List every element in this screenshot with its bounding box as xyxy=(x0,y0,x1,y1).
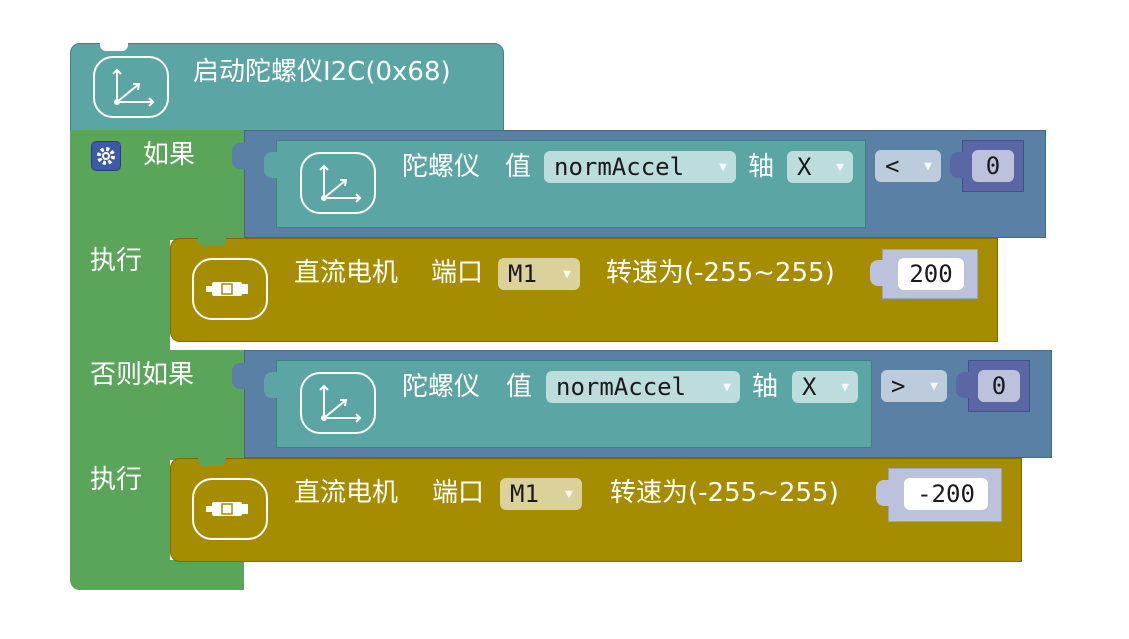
port-select-1-text: M1 xyxy=(508,260,537,288)
chevron-down-icon: ▼ xyxy=(563,266,571,282)
chevron-down-icon: ▼ xyxy=(841,379,849,395)
if-label: 如果 xyxy=(143,140,196,170)
chevron-down-icon: ▼ xyxy=(930,378,938,394)
gyroscope-axes-icon xyxy=(300,152,376,214)
elseif-label: 否则如果 xyxy=(90,360,195,390)
init-block-notch xyxy=(100,43,128,51)
elseif-block-row[interactable] xyxy=(70,350,246,460)
dc-motor-icon xyxy=(192,478,268,540)
operator-select-1-text: < xyxy=(885,152,900,180)
speed-number-block-2-tab xyxy=(876,480,890,506)
value-select-1[interactable]: normAccel ▼ xyxy=(544,151,736,183)
speed-label-2: 转速为(-255~255) xyxy=(610,478,839,508)
init-gyro-block[interactable]: 启动陀螺仪I2C(0x68) xyxy=(70,43,504,131)
value-select-2-text: normAccel xyxy=(556,373,687,401)
speed-label-1: 转速为(-255~255) xyxy=(606,258,835,288)
speed-number-block-1-tab xyxy=(870,260,884,286)
compare-block-2-tab xyxy=(232,363,246,389)
motor-label-1: 直流电机 xyxy=(294,258,399,288)
motor-label-2: 直流电机 xyxy=(294,478,399,508)
gear-icon[interactable] xyxy=(91,141,121,171)
axis-select-1[interactable]: X ▼ xyxy=(787,151,853,183)
port-select-2[interactable]: M1 ▼ xyxy=(500,478,582,510)
if-block-spine-1 xyxy=(70,240,170,350)
dc-motor-icon xyxy=(192,258,268,320)
chevron-down-icon: ▼ xyxy=(723,379,731,395)
motor-block-1[interactable] xyxy=(170,238,998,342)
motor-block-2[interactable] xyxy=(170,458,1022,562)
gyro-value-block-2-tab xyxy=(264,372,278,398)
port-label-1: 端口 xyxy=(431,258,484,288)
gyro-label-2: 陀螺仪 xyxy=(402,372,481,402)
axis-label-1: 轴 xyxy=(748,152,775,182)
compare-value-input-1[interactable]: 0 xyxy=(972,150,1014,182)
chevron-down-icon: ▼ xyxy=(565,486,573,502)
number-block-2-tab xyxy=(956,372,970,398)
speed-input-2[interactable]: -200 xyxy=(904,478,988,510)
gyroscope-axes-icon xyxy=(300,372,376,434)
chevron-down-icon: ▼ xyxy=(719,159,727,175)
port-select-1[interactable]: M1 ▼ xyxy=(498,258,580,290)
value-select-1-text: normAccel xyxy=(554,153,685,181)
operator-select-1[interactable]: < ▼ xyxy=(875,150,941,182)
axis-select-2[interactable]: X ▼ xyxy=(792,371,858,403)
gyro-value-block-1-tab xyxy=(264,152,278,178)
do-label-2: 执行 xyxy=(90,465,143,495)
compare-block-1-tab xyxy=(232,143,246,169)
port-select-2-text: M1 xyxy=(510,480,539,508)
motor-block-2-notch xyxy=(198,458,226,466)
gyroscope-axes-icon xyxy=(93,56,169,118)
axis-select-2-text: X xyxy=(802,373,817,401)
chevron-down-icon: ▼ xyxy=(924,158,932,174)
value-label-2: 值 xyxy=(506,372,533,402)
axis-label-2: 轴 xyxy=(752,372,779,402)
gyro-label-1: 陀螺仪 xyxy=(402,152,481,182)
operator-select-2-text: > xyxy=(891,372,906,400)
compare-value-input-2[interactable]: 0 xyxy=(978,370,1020,402)
value-select-2[interactable]: normAccel ▼ xyxy=(546,371,740,403)
operator-select-2[interactable]: > ▼ xyxy=(881,370,947,402)
motor-block-1-notch xyxy=(198,238,226,246)
value-label-1: 值 xyxy=(505,152,532,182)
axis-select-1-text: X xyxy=(797,153,812,181)
port-label-2: 端口 xyxy=(432,478,485,508)
init-gyro-label: 启动陀螺仪I2C(0x68) xyxy=(193,57,451,87)
do-label-1: 执行 xyxy=(90,246,143,276)
number-block-1-tab xyxy=(950,152,964,178)
if-block-bottom xyxy=(70,560,244,590)
if-block-spine-2 xyxy=(70,460,170,568)
speed-input-1[interactable]: 200 xyxy=(898,258,964,290)
chevron-down-icon: ▼ xyxy=(836,159,844,175)
